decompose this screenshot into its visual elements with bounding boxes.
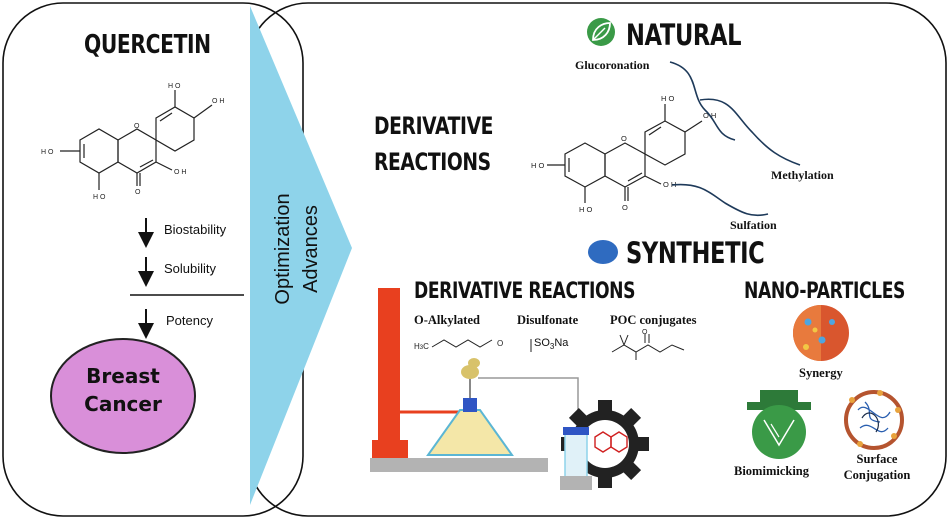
methylation-label: Methylation [771,168,834,182]
leaf-icon [587,18,615,46]
surface-conjugation-icon [844,390,904,450]
glucoronation-label: Glucoronation [575,58,650,72]
o-alkylated-structure-icon [431,339,493,348]
synergy-label: Synergy [799,366,843,380]
banner-advances-label: Advances [300,205,322,293]
biomimicking-label: Biomimicking [734,464,810,478]
svg-text:H O: H O [41,149,54,156]
svg-text:O H: O H [212,98,224,105]
svg-text:O: O [622,203,628,212]
nano-particles-title: NANO-PARTICLES [744,279,905,304]
o-alkylated-formula-label: H3C [414,342,429,351]
disulfonate-label: Disulfonate [517,313,579,327]
svg-text:H O: H O [579,205,593,214]
svg-text:O H: O H [663,180,676,189]
synergy-icon [793,305,849,361]
synthetic-dot [588,240,618,264]
svg-text:O H: O H [174,169,186,176]
natural-reaction-curves [669,61,801,217]
surface-conjugation-label: Surface Conjugation [843,452,911,482]
solubility-label: Solubility [164,261,217,276]
synthetic-title: SYNTHETIC [626,236,765,270]
breast-cancer-label: Breast Cancer [84,364,162,416]
synthetic-derivative-reactions-heading: DERIVATIVE REACTIONS [414,279,636,304]
derivative-reactions-heading: DERIVATIVE REACTIONS [374,112,494,176]
poc-structure-icon [611,334,685,360]
biomimicking-icon [747,390,811,459]
stand-icon [370,288,548,472]
quercetin-atom-labels: O O H O H O O H H O O H [41,83,224,201]
svg-text:O: O [134,123,140,130]
natural-title: NATURAL [626,18,742,52]
derivative-structure-icon [547,104,703,203]
poc-conjugates-label: POC conjugates [610,313,697,327]
o-alkylated-oxygen-label: O [497,339,503,348]
svg-text:H O: H O [531,161,545,170]
derivative-atom-labels: O O H O H O O H H O O H [531,94,716,214]
svg-text:H O: H O [168,83,181,90]
o-alkylated-label: O-Alkylated [414,313,480,327]
flask-icon [426,358,579,456]
quercetin-title: QUERCETIN [84,30,211,60]
svg-text:O: O [135,189,141,196]
biostability-label: Biostability [164,222,227,237]
optimization-banner [250,6,352,505]
quercetin-structure-icon [60,90,213,190]
sulfonate-formula-label: SO3Na [534,337,569,352]
breast-cancer-ellipse [50,338,196,454]
potency-label: Potency [166,313,213,328]
sulfation-label: Sulfation [730,218,777,232]
svg-text:O: O [621,134,627,143]
test-tube-icon [560,427,592,490]
banner-optimization-label: Optimization [272,193,294,305]
svg-text:H O: H O [661,94,675,103]
svg-text:H O: H O [93,194,106,201]
poc-oxygen-label: O [642,329,648,336]
